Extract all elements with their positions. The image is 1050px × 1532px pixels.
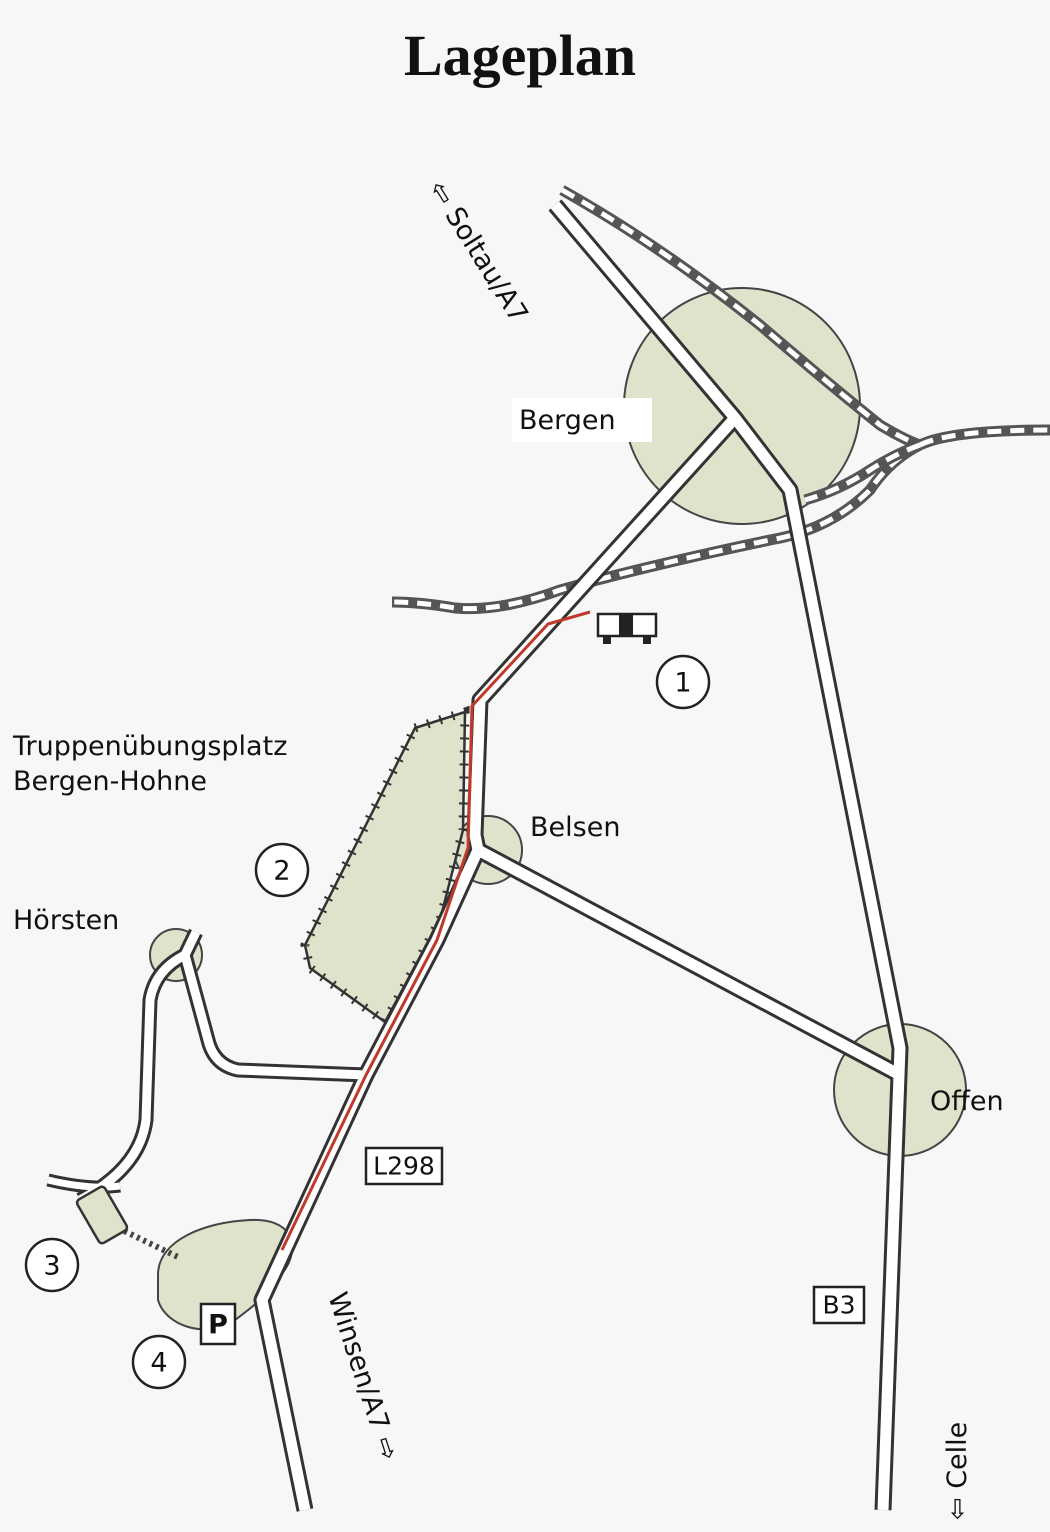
place-label-training-area-1: Truppenübungsplatz (12, 731, 287, 762)
parking-icon[interactable]: P (199, 1302, 237, 1346)
svg-text:P: P (208, 1310, 228, 1341)
place-label-bergen: Bergen (519, 405, 616, 436)
road-label-b3: B3 (812, 1285, 866, 1325)
svg-text:L298: L298 (373, 1152, 435, 1181)
station-building-icon (75, 1185, 129, 1245)
svg-text:3: 3 (43, 1251, 60, 1282)
svg-text:1: 1 (674, 668, 691, 699)
svg-text:B3: B3 (822, 1291, 855, 1320)
svg-text:4: 4 (150, 1348, 167, 1379)
place-label-offen: Offen (930, 1086, 1004, 1117)
marker-3[interactable]: 3 (24, 1237, 80, 1293)
marker-2[interactable]: 2 (254, 842, 310, 898)
place-label-hoersten: Hörsten (13, 905, 119, 936)
footpath-3 (116, 1225, 182, 1261)
town-areas (149, 287, 967, 1331)
training-area (300, 705, 470, 1029)
building-icon (596, 612, 658, 644)
route-line (280, 610, 591, 1251)
road-label-l298: L298 (364, 1146, 444, 1186)
direction-winsen: Winsen/A7 ⇨ (321, 1289, 404, 1465)
direction-soltau: ⇦ Soltau/A7 (422, 175, 534, 328)
place-label-training-area-2: Bergen-Hohne (13, 766, 207, 797)
place-label-belsen: Belsen (530, 812, 620, 843)
direction-celle: ⇦ Celle (942, 1422, 973, 1520)
marker-1[interactable]: 1 (655, 654, 711, 710)
svg-text:2: 2 (273, 856, 290, 887)
marker-4[interactable]: 4 (131, 1334, 187, 1390)
map-title: Lageplan (403, 23, 637, 88)
bergen-label-bg (512, 398, 652, 442)
